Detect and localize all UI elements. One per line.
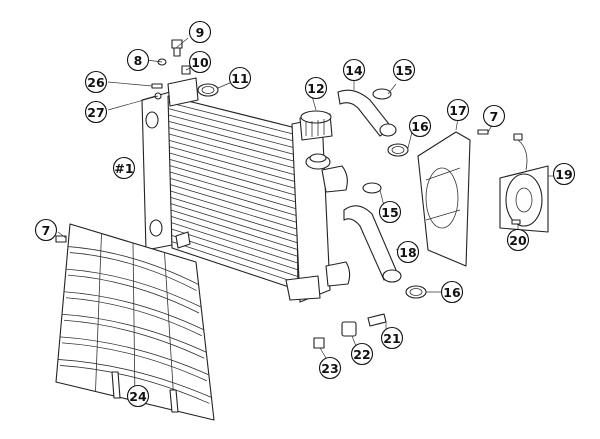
callout-c27[interactable]: 27	[84, 100, 108, 124]
callout-circle	[228, 66, 252, 90]
callout-c23[interactable]: 23	[318, 356, 342, 380]
callout-label: 19	[555, 167, 572, 182]
callout-c1[interactable]: #1	[112, 156, 136, 180]
bolt-21	[367, 313, 387, 327]
callout-label: 26	[87, 75, 105, 90]
callout-label: 10	[191, 55, 209, 70]
callout-c22[interactable]: 22	[350, 342, 374, 366]
callout-c15b[interactable]: 15	[378, 200, 402, 224]
callout-label: 11	[231, 71, 248, 86]
callout-circle	[188, 50, 212, 74]
callout-label: 15	[381, 205, 398, 220]
callout-circle	[350, 342, 374, 366]
callout-circle	[318, 356, 342, 380]
callout-label: #1	[114, 161, 133, 176]
upper-hose	[337, 89, 397, 137]
callout-circle	[446, 98, 470, 122]
callout-label: 9	[196, 25, 205, 40]
callout-label: 24	[129, 389, 147, 404]
callout-label: 7	[42, 223, 51, 238]
callout-c19[interactable]: 19	[552, 162, 576, 186]
callout-circle	[342, 58, 366, 82]
callout-label: 17	[449, 103, 466, 118]
callout-label: 27	[87, 105, 104, 120]
callout-circle	[408, 114, 432, 138]
hose-clamp-15-upper	[372, 88, 392, 100]
callout-c12[interactable]: 12	[304, 76, 328, 100]
fitting-9	[171, 39, 183, 57]
radiator	[141, 77, 351, 303]
callout-circle	[126, 48, 150, 72]
callout-circle	[378, 200, 402, 224]
callout-label: 8	[134, 53, 143, 68]
callout-c7b[interactable]: 7	[34, 218, 58, 242]
callout-label: 23	[321, 361, 338, 376]
radiator-cap	[299, 110, 333, 141]
callout-circle	[482, 104, 506, 128]
hose-clamp-16-lower	[405, 285, 427, 299]
callout-circle	[126, 384, 150, 408]
bolt-7-upper	[477, 129, 489, 135]
screw-20	[511, 219, 521, 225]
callout-circle	[84, 70, 108, 94]
callout-circle	[396, 240, 420, 264]
fan-shroud	[417, 131, 471, 267]
callout-circle	[392, 58, 416, 82]
hose-clamp-11	[197, 83, 219, 97]
callout-label: 7	[490, 109, 499, 124]
callout-c7a[interactable]: 7	[482, 104, 506, 128]
callout-c24[interactable]: 24	[126, 384, 150, 408]
callout-c16b[interactable]: 16	[440, 280, 464, 304]
callout-label: 21	[383, 331, 400, 346]
callout-label: 16	[443, 285, 461, 300]
callout-c9[interactable]: 9	[188, 20, 212, 44]
callout-circle	[440, 280, 464, 304]
screw-26	[151, 83, 163, 89]
callout-c14[interactable]: 14	[342, 58, 366, 82]
callout-c11[interactable]: 11	[228, 66, 252, 90]
hose-clamp-15-lower	[362, 182, 382, 194]
callout-circle	[188, 20, 212, 44]
hose-clamp-16-upper	[387, 143, 409, 157]
callout-c10[interactable]: 10	[188, 50, 212, 74]
callout-c20[interactable]: 20	[506, 228, 530, 252]
cooling-fan	[499, 133, 549, 233]
callout-label: 20	[509, 233, 527, 248]
callout-c8[interactable]: 8	[126, 48, 150, 72]
callout-label: 22	[353, 347, 370, 362]
callout-circle	[380, 326, 404, 350]
callout-c18[interactable]: 18	[396, 240, 420, 264]
radiator-louver	[55, 223, 215, 421]
callout-circle	[34, 218, 58, 242]
bolt-7-lower	[55, 235, 67, 243]
callout-circle	[506, 228, 530, 252]
callout-c17[interactable]: 17	[446, 98, 470, 122]
callout-label: 14	[345, 63, 363, 78]
callout-label: 12	[307, 81, 324, 96]
callout-label: 18	[399, 245, 416, 260]
nut-23	[313, 337, 325, 349]
callout-circle	[112, 156, 136, 180]
callout-circle	[84, 100, 108, 124]
callout-label: 16	[411, 119, 429, 134]
callout-circle	[304, 76, 328, 100]
callout-c21[interactable]: 21	[380, 326, 404, 350]
lower-hose	[343, 205, 402, 283]
callout-label: 15	[395, 63, 412, 78]
callout-c26[interactable]: 26	[84, 70, 108, 94]
rubber-mount-22	[341, 321, 357, 337]
callout-c15a[interactable]: 15	[392, 58, 416, 82]
callout-circle	[552, 162, 576, 186]
callouts: 9 8 10 26 11 27 12 14 15 17 7 16 #1 19 15 7 20 18 16 21 22 23…	[34, 20, 576, 408]
callout-c16a[interactable]: 16	[408, 114, 432, 138]
